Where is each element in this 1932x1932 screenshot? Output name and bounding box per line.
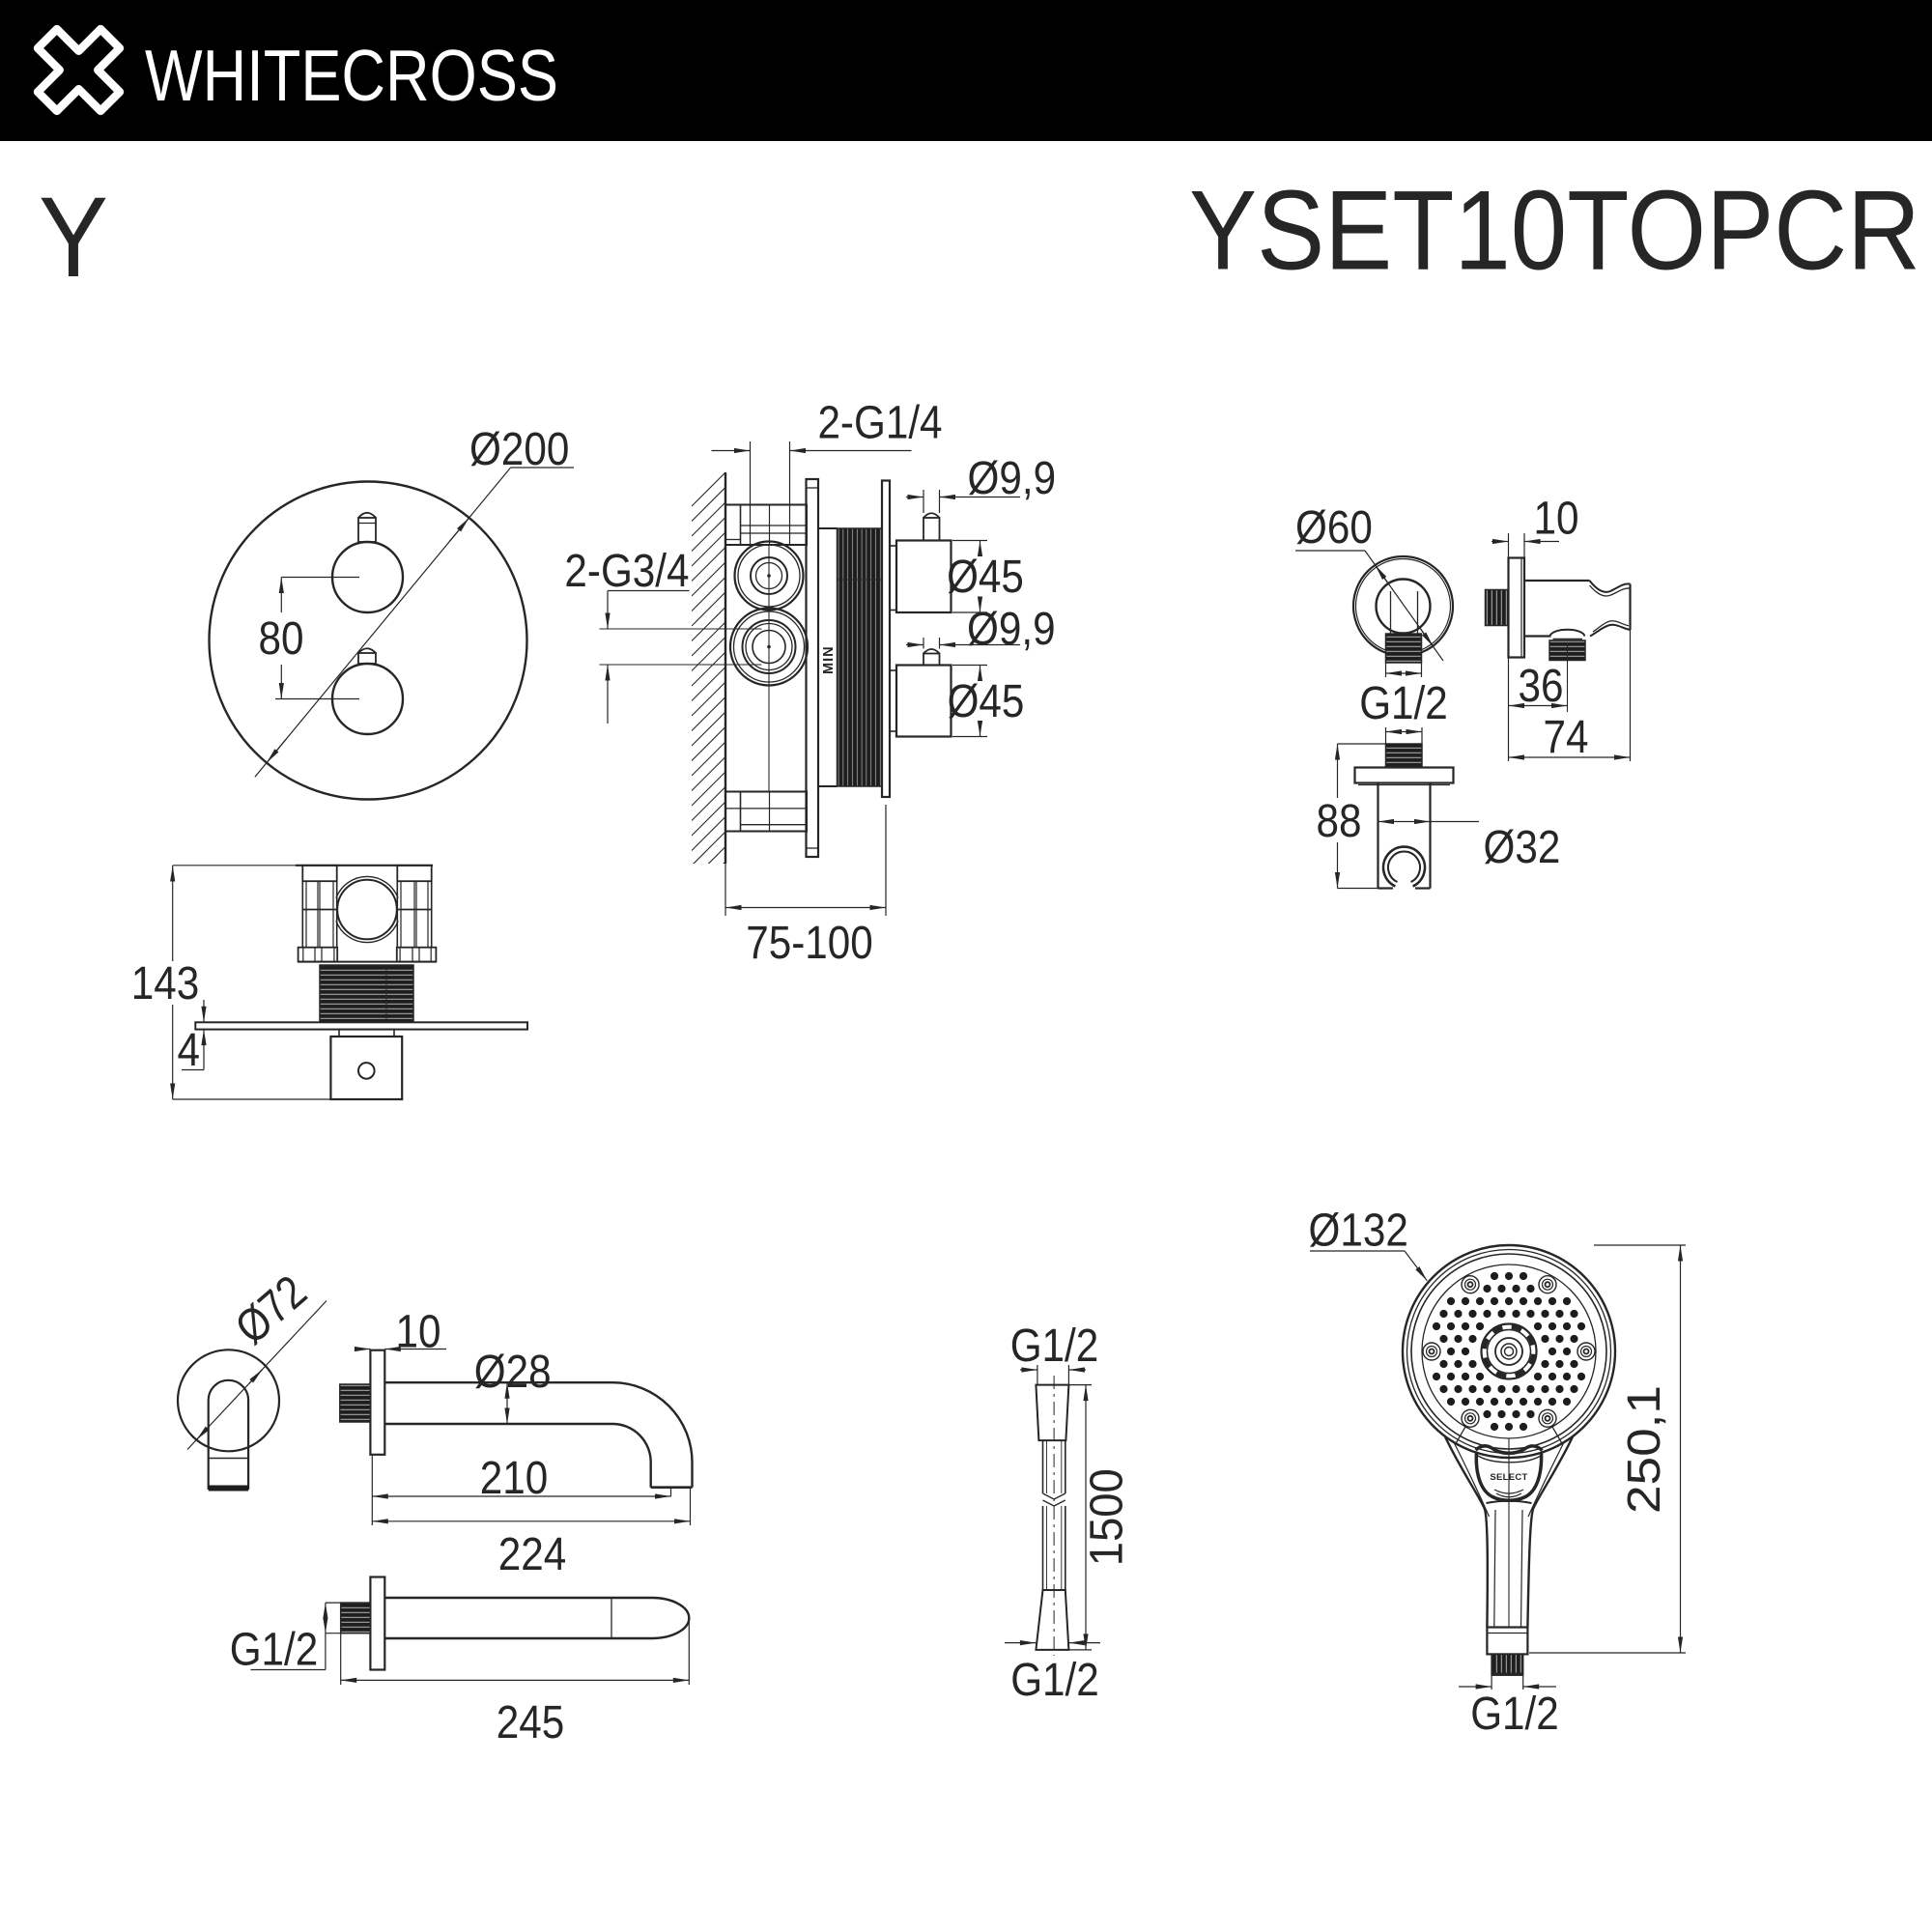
svg-text:G1/2: G1/2 — [230, 1624, 319, 1675]
svg-text:Ø28: Ø28 — [474, 1347, 552, 1398]
svg-text:1500: 1500 — [1082, 1468, 1133, 1566]
svg-text:4: 4 — [178, 1025, 201, 1076]
svg-text:G1/2: G1/2 — [1470, 1689, 1559, 1740]
svg-text:36: 36 — [1519, 661, 1564, 712]
svg-text:143: 143 — [131, 958, 200, 1009]
svg-text:G1/2: G1/2 — [1359, 678, 1448, 729]
svg-text:Ø200: Ø200 — [469, 424, 569, 475]
svg-text:Y: Y — [39, 174, 108, 301]
svg-text:2-G3/4: 2-G3/4 — [564, 546, 689, 597]
svg-text:88: 88 — [1317, 796, 1362, 847]
svg-text:10: 10 — [396, 1307, 441, 1358]
svg-text:210: 210 — [480, 1453, 549, 1504]
svg-text:10: 10 — [1534, 493, 1579, 544]
svg-text:Ø132: Ø132 — [1309, 1206, 1408, 1257]
svg-text:Ø9,9: Ø9,9 — [967, 604, 1056, 655]
svg-text:G1/2: G1/2 — [1010, 1655, 1099, 1706]
svg-text:Ø60: Ø60 — [1295, 502, 1373, 554]
svg-text:Ø9,9: Ø9,9 — [968, 453, 1057, 504]
svg-text:YSET10TOPCR: YSET10TOPCR — [1189, 167, 1920, 294]
svg-text:224: 224 — [498, 1529, 567, 1580]
svg-text:250,1: 250,1 — [1619, 1385, 1670, 1514]
svg-text:80: 80 — [259, 613, 304, 665]
svg-text:Ø32: Ø32 — [1484, 822, 1561, 873]
svg-text:75-100: 75-100 — [746, 918, 873, 969]
svg-text:2-G1/4: 2-G1/4 — [817, 398, 942, 449]
svg-text:74: 74 — [1544, 712, 1589, 763]
svg-text:245: 245 — [497, 1697, 565, 1748]
svg-text:Ø45: Ø45 — [947, 552, 1024, 603]
svg-text:WHITECROSS: WHITECROSS — [145, 35, 558, 116]
svg-text:Ø45: Ø45 — [948, 676, 1025, 727]
svg-text:MIN: MIN — [821, 645, 837, 674]
svg-text:Ø72: Ø72 — [226, 1266, 317, 1354]
svg-text:G1/2: G1/2 — [1010, 1321, 1099, 1372]
